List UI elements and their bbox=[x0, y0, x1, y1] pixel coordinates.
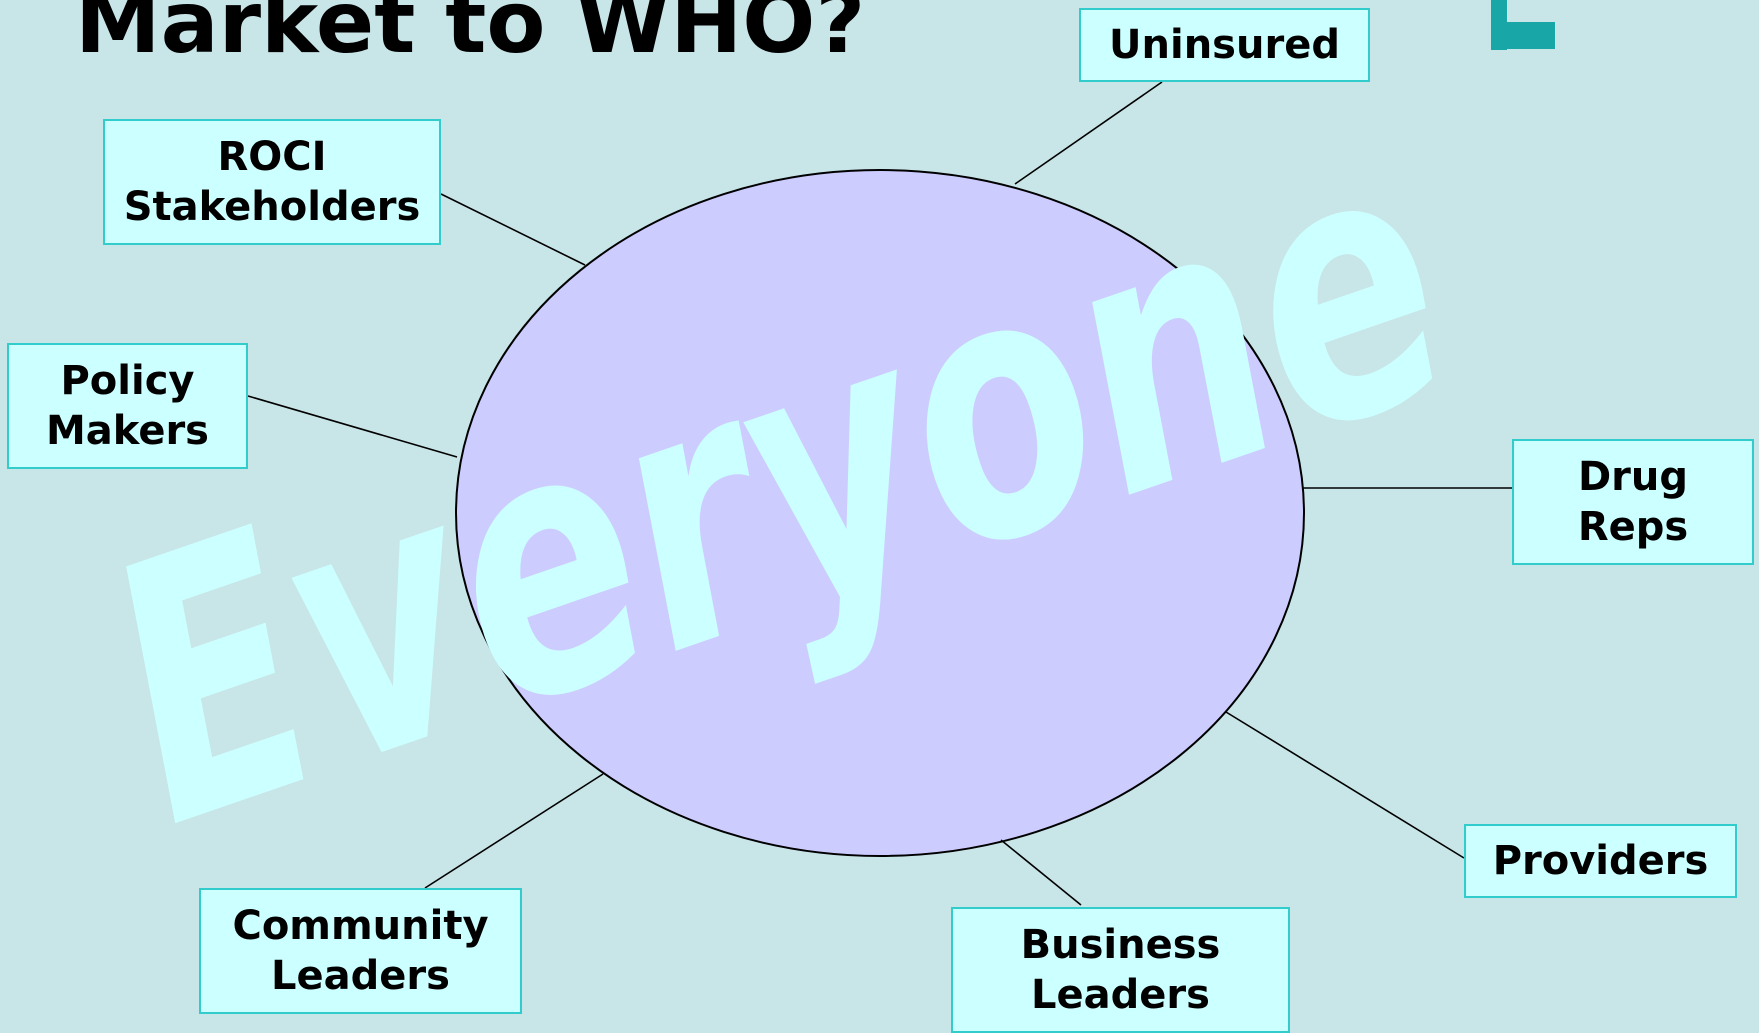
audience-label: Community bbox=[232, 903, 489, 949]
audience-label: ROCI bbox=[217, 134, 327, 180]
audience-uninsured: Uninsured bbox=[1079, 8, 1370, 82]
audience-label: Stakeholders bbox=[123, 184, 421, 230]
connector-business-leaders bbox=[1000, 839, 1082, 906]
audience-label: Business bbox=[1020, 922, 1221, 968]
page-title: Market to WHO? bbox=[75, 0, 866, 73]
audience-roci-stakeholders: ROCI Stakeholders bbox=[103, 119, 441, 245]
audience-label: Uninsured bbox=[1109, 22, 1340, 68]
connector-uninsured bbox=[1014, 81, 1163, 185]
logo-mark bbox=[1491, 0, 1555, 50]
audience-drug-reps: Drug Reps bbox=[1512, 439, 1754, 565]
audience-label: Policy bbox=[60, 358, 195, 404]
connector-lines bbox=[247, 81, 1512, 906]
audience-label: Leaders bbox=[1031, 972, 1210, 1018]
audience-community-leaders: Community Leaders bbox=[199, 888, 522, 1014]
audience-label: Makers bbox=[46, 408, 209, 454]
audience-label: Reps bbox=[1577, 504, 1689, 550]
connector-policy-makers bbox=[247, 395, 458, 458]
audience-business-leaders: Business Leaders bbox=[951, 907, 1290, 1033]
audience-label: Drug bbox=[1577, 454, 1689, 500]
connector-roci-stakeholders bbox=[440, 193, 586, 266]
audience-policy-makers: Policy Makers bbox=[7, 343, 248, 469]
audience-label: Providers bbox=[1492, 838, 1709, 884]
connector-providers bbox=[1225, 711, 1465, 859]
center-ellipse bbox=[455, 169, 1305, 857]
connector-community-leaders bbox=[424, 773, 604, 889]
audience-label: Leaders bbox=[271, 953, 450, 999]
audience-providers: Providers bbox=[1464, 824, 1737, 898]
